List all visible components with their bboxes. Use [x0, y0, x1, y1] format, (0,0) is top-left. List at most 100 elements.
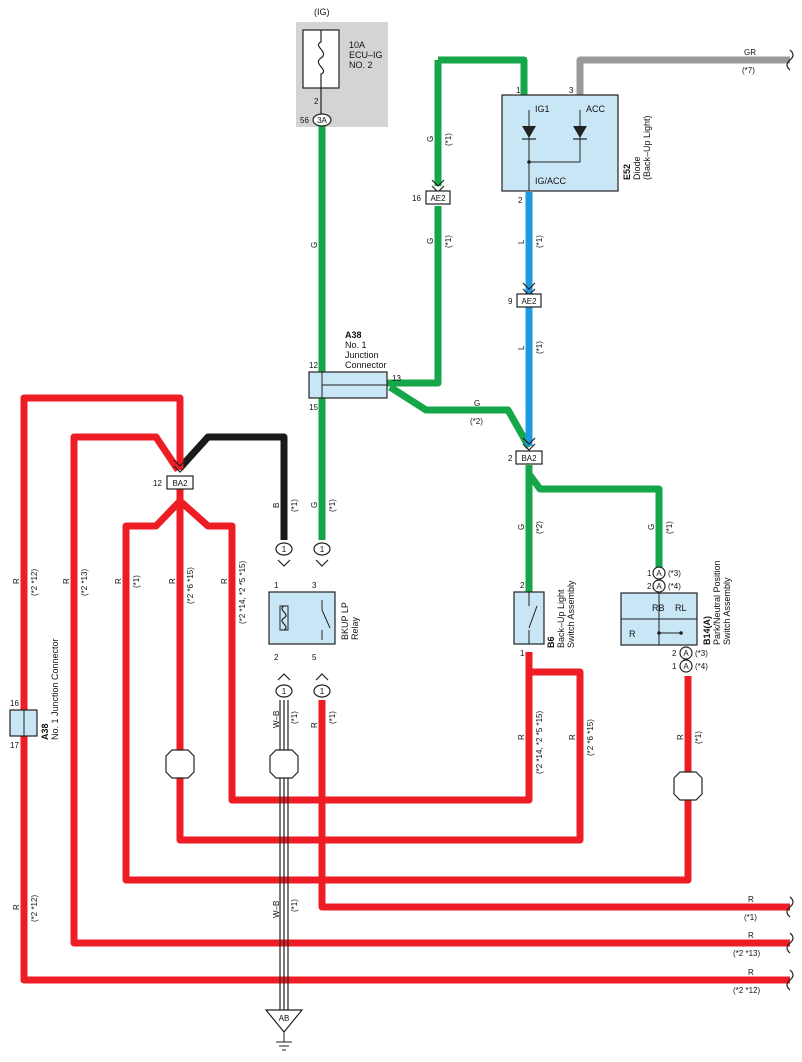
svg-text:(*1): (*1): [290, 899, 299, 912]
wire-r-13: [70, 433, 790, 947]
svg-text:1: 1: [647, 569, 652, 578]
svg-text:(*2): (*2): [470, 417, 483, 426]
a38-left-code: A38: [40, 723, 50, 740]
ba2-right-box: [515, 450, 543, 465]
svg-text:(*1): (*1): [665, 521, 674, 534]
svg-text:B: B: [272, 503, 281, 508]
ba2-right-arrow: [522, 437, 536, 451]
fuse-source: (IG): [314, 7, 330, 17]
b14-conn-1-top: [652, 566, 666, 580]
b6-switch-icon: [528, 592, 538, 644]
relay-name2: Relay: [350, 616, 360, 640]
diode-acc: ACC: [586, 104, 606, 114]
svg-text:1: 1: [520, 649, 525, 658]
svg-text:R: R: [62, 578, 71, 584]
ba2-left-label: BA2: [172, 479, 188, 488]
ae2-bot-pin: 9: [508, 297, 513, 306]
svg-text:1: 1: [672, 662, 677, 671]
ground-label: AB: [279, 1014, 290, 1023]
edge-r12: [786, 969, 794, 991]
b14-switch-icon: [621, 593, 697, 645]
svg-text:(*2 *12): (*2 *12): [30, 569, 39, 596]
b14-code: B14(A): [702, 616, 712, 645]
b6-name2: Switch Assembly: [566, 580, 576, 648]
svg-text:RB: RB: [652, 603, 665, 613]
diode-icon: [522, 110, 587, 191]
svg-text:(*2 *13): (*2 *13): [80, 569, 89, 596]
svg-text:RL: RL: [675, 603, 687, 613]
diode-box: [501, 94, 619, 192]
svg-text:(*1): (*1): [290, 499, 299, 512]
splice-right: [673, 771, 703, 801]
svg-text:(*3): (*3): [668, 569, 681, 578]
svg-text:(*2 *6 *15): (*2 *6 *15): [186, 567, 195, 604]
svg-text:(*4): (*4): [695, 662, 708, 671]
svg-text:1: 1: [282, 687, 287, 696]
svg-text:2: 2: [647, 582, 652, 591]
ba2-left-arrow: [173, 459, 187, 473]
svg-text:R: R: [310, 722, 319, 728]
ba2-left-pin: 12: [153, 479, 162, 488]
svg-text:R: R: [168, 578, 177, 584]
wire-r-6-15: [176, 489, 584, 844]
svg-text:R: R: [114, 578, 123, 584]
svg-text:(*1): (*1): [694, 731, 703, 744]
svg-text:(*1): (*1): [132, 575, 141, 588]
b14-conn-1-bot: [679, 659, 693, 673]
svg-text:R: R: [220, 578, 229, 584]
svg-text:(*1): (*1): [328, 711, 337, 724]
svg-text:(*2 *6 *15): (*2 *6 *15): [586, 719, 595, 756]
diode-name1: Diode: [632, 156, 642, 180]
ground-triangle: [264, 1009, 304, 1033]
svg-text:A: A: [683, 649, 689, 658]
wire-g-a38-to-ba2: [388, 384, 533, 449]
edge-r1: [786, 896, 794, 918]
svg-text:R: R: [568, 734, 577, 740]
svg-text:(*1): (*1): [535, 235, 544, 248]
diode-code: E52: [622, 164, 632, 180]
relay-name1: BKUP LP: [340, 602, 350, 640]
svg-text:G: G: [426, 136, 435, 142]
svg-text:(*2 *13): (*2 *13): [733, 949, 760, 958]
svg-text:5: 5: [312, 653, 317, 662]
b14-conn-2-bot: [679, 646, 693, 660]
svg-text:G: G: [647, 524, 656, 530]
relay-conn-1-top: [275, 542, 293, 556]
diode-igacc: IG/ACC: [535, 176, 567, 186]
svg-text:L: L: [517, 239, 526, 244]
b6-code: B6: [546, 636, 556, 648]
edge-gr: [786, 49, 794, 71]
svg-text:R: R: [12, 904, 21, 910]
edge-r13: [786, 932, 794, 954]
ground-icon: [276, 1032, 292, 1051]
svg-text:R: R: [748, 968, 754, 977]
svg-text:(*2 *12): (*2 *12): [30, 895, 39, 922]
svg-text:3: 3: [312, 581, 317, 590]
wire-r-b6: [177, 498, 533, 804]
svg-text:2: 2: [520, 581, 525, 590]
ae2-bot-label: AE2: [521, 297, 537, 306]
svg-text:R: R: [748, 931, 754, 940]
ae2-top-box: [425, 190, 451, 205]
svg-text:(*1): (*1): [444, 235, 453, 248]
svg-text:A: A: [656, 569, 662, 578]
svg-text:(*3): (*3): [695, 649, 708, 658]
fuse-connector: [312, 113, 332, 127]
ae2-top-pin: 16: [412, 194, 421, 203]
svg-text:R: R: [12, 578, 21, 584]
wire-r-12: [20, 394, 790, 984]
svg-text:G: G: [310, 242, 319, 248]
relay-conn-3-top: [313, 542, 331, 556]
svg-text:(*4): (*4): [668, 582, 681, 591]
svg-text:(*1): (*1): [328, 499, 337, 512]
svg-text:(*1): (*1): [444, 133, 453, 146]
svg-text:L: L: [517, 345, 526, 350]
svg-text:(*2 *12): (*2 *12): [733, 986, 760, 995]
wire-wb: [279, 700, 289, 1010]
svg-text:2: 2: [274, 653, 279, 662]
svg-text:1: 1: [282, 545, 287, 554]
relay-icon: [279, 600, 331, 640]
svg-text:(*1): (*1): [290, 711, 299, 724]
a38-top-name2: Junction: [345, 350, 379, 360]
svg-text:G: G: [426, 238, 435, 244]
